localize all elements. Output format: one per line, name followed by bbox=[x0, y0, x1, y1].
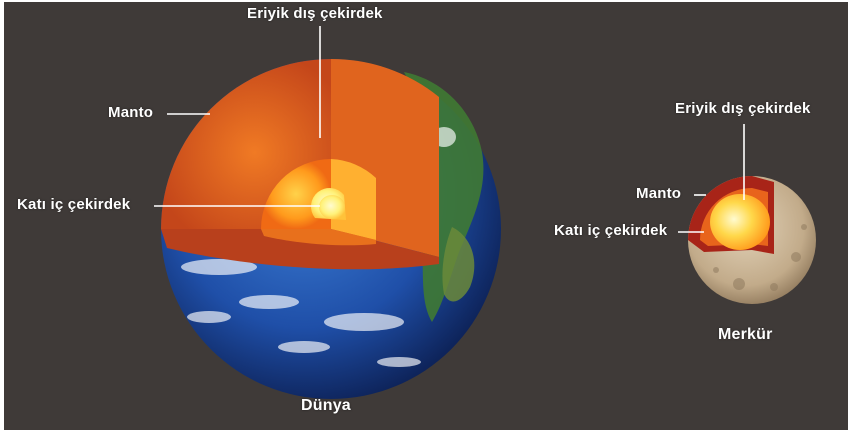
earth-inner-core-label: Katı iç çekirdek bbox=[17, 196, 131, 213]
earth-caption: Dünya bbox=[301, 397, 351, 414]
mercury-inner-core bbox=[710, 194, 770, 250]
earth-inner-core-glow bbox=[319, 195, 345, 219]
earth-land-south bbox=[442, 227, 475, 302]
mercury-caption: Merkür bbox=[718, 326, 773, 343]
earth-globe bbox=[161, 58, 501, 399]
mercury-craters bbox=[713, 224, 807, 291]
earth-outer-core-floor bbox=[261, 229, 376, 246]
mercury-globe bbox=[688, 176, 816, 304]
diagram-frame: Eriyik dış çekirdek Manto Katı iç çekird… bbox=[4, 2, 848, 430]
planet-cross-section-illustration bbox=[154, 26, 816, 399]
mercury-inner-core-label: Katı iç çekirdek bbox=[554, 222, 668, 239]
earth-leader-lines bbox=[154, 26, 321, 207]
earth-outer-core-label: Eriyik dış çekirdek bbox=[247, 5, 383, 22]
mercury-outer-core-label: Eriyik dış çekirdek bbox=[675, 100, 811, 117]
mercury-leader-lines bbox=[678, 124, 745, 233]
earth-mantle-label: Manto bbox=[108, 104, 154, 121]
mercury-mantle-label: Manto bbox=[636, 185, 682, 202]
